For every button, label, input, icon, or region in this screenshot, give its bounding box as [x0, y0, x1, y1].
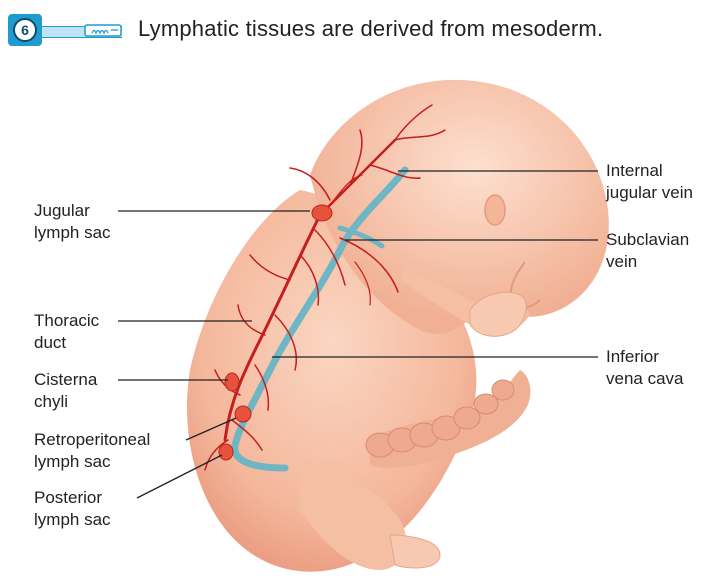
label-posterior-lymph-sac: Posterior lymph sac [34, 487, 111, 531]
label-line: Internal [606, 160, 693, 182]
label-line: vena cava [606, 368, 684, 390]
posterior-lymph-sac-shape [219, 444, 233, 460]
label-line: duct [34, 332, 99, 354]
badge-number: 6 [13, 18, 37, 42]
label-jugular-lymph-sac: Jugular lymph sac [34, 200, 111, 244]
label-thoracic-duct: Thoracic duct [34, 310, 99, 354]
label-line: lymph sac [34, 451, 150, 473]
label-cisterna-chyli: Cisterna chyli [34, 369, 97, 413]
label-line: jugular vein [606, 182, 693, 204]
retroperitoneal-sac-shape [235, 406, 251, 422]
label-line: Posterior [34, 487, 111, 509]
foot [390, 535, 440, 568]
label-line: Inferior [606, 346, 684, 368]
jugular-lymph-sac-shape [312, 205, 332, 221]
label-line: Cisterna [34, 369, 97, 391]
label-subclavian-vein: Subclavian vein [606, 229, 689, 273]
label-line: chyli [34, 391, 97, 413]
cisterna-chyli-shape [225, 373, 239, 391]
key-icon [84, 22, 124, 40]
label-retroperitoneal-lymph-sac: Retroperitoneal lymph sac [34, 429, 150, 473]
label-line: lymph sac [34, 509, 111, 531]
label-line: Retroperitoneal [34, 429, 150, 451]
embryo-body [187, 80, 609, 572]
label-line: Subclavian [606, 229, 689, 251]
header-bar: 6 Lymphatic tissues are derived from mes… [0, 0, 721, 60]
label-inferior-vena-cava: Inferior vena cava [606, 346, 684, 390]
label-line: vein [606, 251, 689, 273]
section-badge: 6 [8, 14, 42, 46]
label-line: Thoracic [34, 310, 99, 332]
label-internal-jugular-vein: Internal jugular vein [606, 160, 693, 204]
label-line: lymph sac [34, 222, 111, 244]
label-line: Jugular [34, 200, 111, 222]
ear [485, 195, 505, 225]
header-title: Lymphatic tissues are derived from mesod… [138, 16, 603, 42]
